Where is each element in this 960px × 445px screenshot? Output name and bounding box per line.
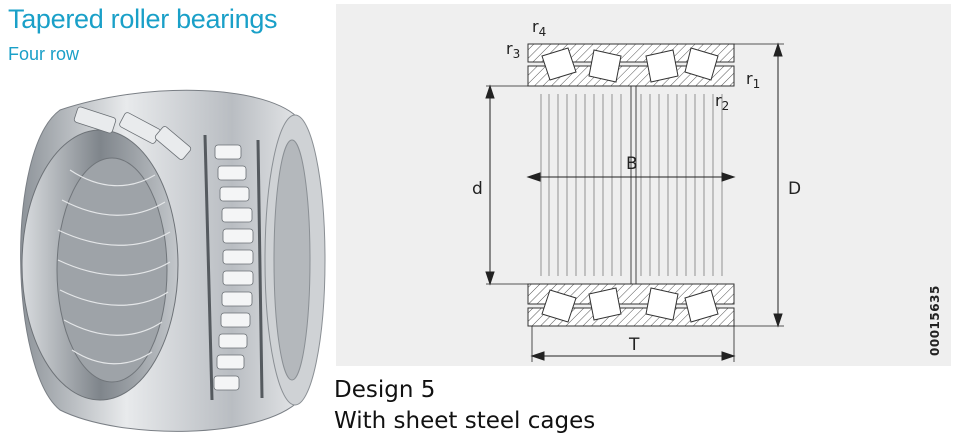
T-label: T [628, 335, 640, 355]
page-title: Tapered roller bearings [8, 4, 278, 34]
bearing-photo [20, 89, 326, 432]
design-caption-line1: Design 5 [334, 377, 436, 403]
r2-label: r2 [715, 91, 729, 113]
B-label: B [626, 154, 638, 174]
design-caption-line2: With sheet steel cages [334, 408, 596, 434]
D-label: D [788, 179, 801, 199]
drawing-code: 00015635 [928, 285, 942, 356]
dimension-lines [485, 42, 784, 362]
r4-label: r4 [532, 17, 546, 39]
page-subtitle: Four row [8, 44, 80, 64]
cross-section-drawing: r4 r3 r1 r2 d B D T [472, 17, 801, 362]
technical-drawing: r4 r3 r1 r2 d B D T [336, 4, 951, 366]
upper-section [527, 43, 735, 87]
lower-section [527, 283, 735, 327]
r3-label: r3 [506, 39, 520, 61]
r1-label: r1 [746, 69, 760, 91]
d-label: d [472, 179, 483, 199]
design-caption: Design 5 With sheet steel cages [334, 375, 595, 437]
